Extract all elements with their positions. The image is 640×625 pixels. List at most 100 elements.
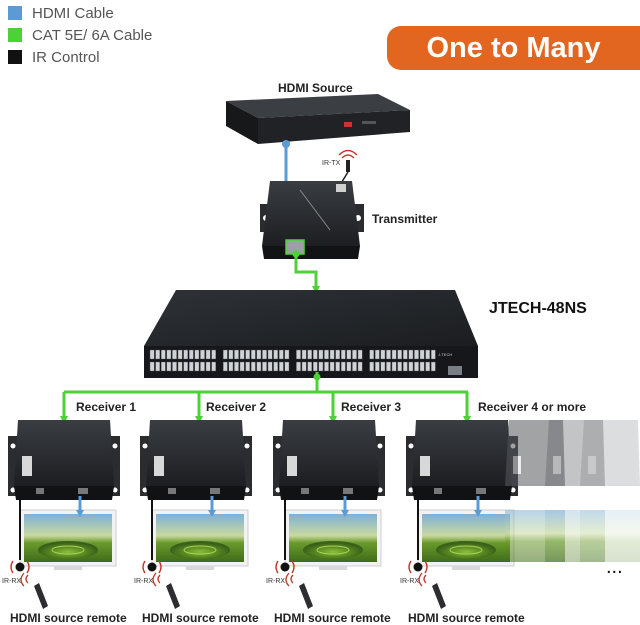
switch-port — [188, 349, 194, 360]
switch-port — [239, 349, 245, 360]
receiver-unit — [273, 420, 385, 500]
switch-port — [222, 361, 228, 372]
switch-port — [369, 361, 375, 372]
switch-port — [160, 349, 166, 360]
switch-port — [341, 361, 346, 372]
switch-port — [211, 361, 217, 372]
receiver-4-remote-label: HDMI source remote — [408, 611, 525, 625]
switch-port — [267, 349, 273, 360]
receiver-3-ir-label: IR-RX — [266, 578, 286, 585]
switch-port — [296, 349, 301, 360]
switch-port — [357, 349, 363, 360]
switch-port — [211, 349, 217, 360]
receiver-4-label: Receiver 4 or more — [478, 400, 587, 414]
legend-item-cat: CAT 5E/ 6A Cable — [8, 24, 152, 46]
switch-port — [222, 349, 228, 360]
switch-port — [375, 349, 380, 360]
switch-port — [267, 361, 273, 372]
switch-ports — [149, 349, 436, 372]
switch-port — [205, 349, 211, 360]
switch-port — [262, 349, 267, 360]
switch-port — [172, 349, 177, 360]
switch-port — [397, 361, 403, 372]
legend-label-cat: CAT 5E/ 6A Cable — [32, 26, 153, 44]
switch-port — [296, 361, 301, 372]
switch-port — [329, 349, 335, 360]
remote-control-icon — [418, 572, 446, 609]
switch-port — [313, 361, 318, 372]
switch-port — [352, 349, 357, 360]
ir-tx-icon — [338, 149, 358, 186]
switch-port — [335, 361, 341, 372]
switch-port — [380, 349, 386, 360]
switch-port — [228, 349, 234, 360]
switch-port — [329, 361, 335, 372]
remote-control-icon — [152, 572, 180, 609]
switch-port — [380, 361, 386, 372]
switch-port — [386, 361, 391, 372]
switch-port — [386, 349, 391, 360]
svg-text:J-TECH: J-TECH — [438, 352, 452, 357]
cat-cable-drops — [60, 392, 471, 424]
receiver-unit — [140, 420, 252, 500]
ir-rx-icon — [142, 560, 162, 574]
switch-port — [301, 361, 307, 372]
receivers — [8, 420, 518, 609]
switch-port — [352, 361, 357, 372]
switch-port — [324, 349, 329, 360]
switch-port — [414, 361, 419, 372]
switch-port — [166, 349, 172, 360]
switch-port — [284, 361, 290, 372]
legend-item-ir: IR Control — [8, 46, 152, 68]
switch-port — [234, 361, 239, 372]
switch-port — [318, 361, 324, 372]
switch-model-label: JTECH-48NS — [489, 300, 587, 317]
legend-item-hdmi: HDMI Cable — [8, 2, 152, 24]
remote-control-icon — [20, 572, 48, 609]
switch-port — [155, 361, 161, 372]
switch-port — [279, 361, 284, 372]
receiver-ghosts — [505, 420, 640, 562]
switch-port — [397, 349, 403, 360]
switch-port — [408, 361, 414, 372]
switch-port — [194, 349, 200, 360]
switch-port — [177, 361, 183, 372]
legend-label-ir: IR Control — [32, 48, 100, 66]
switch-port — [419, 349, 425, 360]
more-receivers-ellipsis: ... — [606, 556, 623, 578]
badge-text: One to Many — [426, 31, 601, 64]
display-screen — [151, 509, 249, 570]
switch-port — [194, 361, 200, 372]
switch-port — [375, 361, 380, 372]
switch-port — [245, 361, 251, 372]
switch-port — [403, 349, 408, 360]
one-to-many-badge: One to Many — [387, 26, 640, 70]
ir-tx-label: IR-TX — [322, 160, 341, 167]
hdmi-source-label: HDMI Source — [278, 81, 353, 95]
switch-port — [341, 349, 346, 360]
ir-rx-icon — [408, 560, 428, 574]
hdmi-source-device — [226, 94, 410, 144]
switch-port — [431, 361, 436, 372]
switch-port — [183, 349, 189, 360]
receiver-2-remote-label: HDMI source remote — [142, 611, 259, 625]
ir-rx-icon — [10, 560, 30, 574]
switch-port — [149, 361, 155, 372]
receiver-4-ir-label: IR-RX — [400, 578, 420, 585]
receiver-unit — [406, 420, 518, 500]
switch-port — [262, 361, 267, 372]
switch-port — [234, 349, 239, 360]
switch-port — [188, 361, 194, 372]
switch-port — [279, 349, 284, 360]
switch-port — [245, 349, 251, 360]
display-screen — [417, 509, 515, 570]
display-screen — [19, 509, 117, 570]
switch-port — [256, 349, 262, 360]
receiver-1-label: Receiver 1 — [76, 400, 137, 414]
switch-port — [408, 349, 414, 360]
switch-port — [284, 349, 290, 360]
switch-port — [346, 361, 352, 372]
switch-port — [177, 349, 183, 360]
